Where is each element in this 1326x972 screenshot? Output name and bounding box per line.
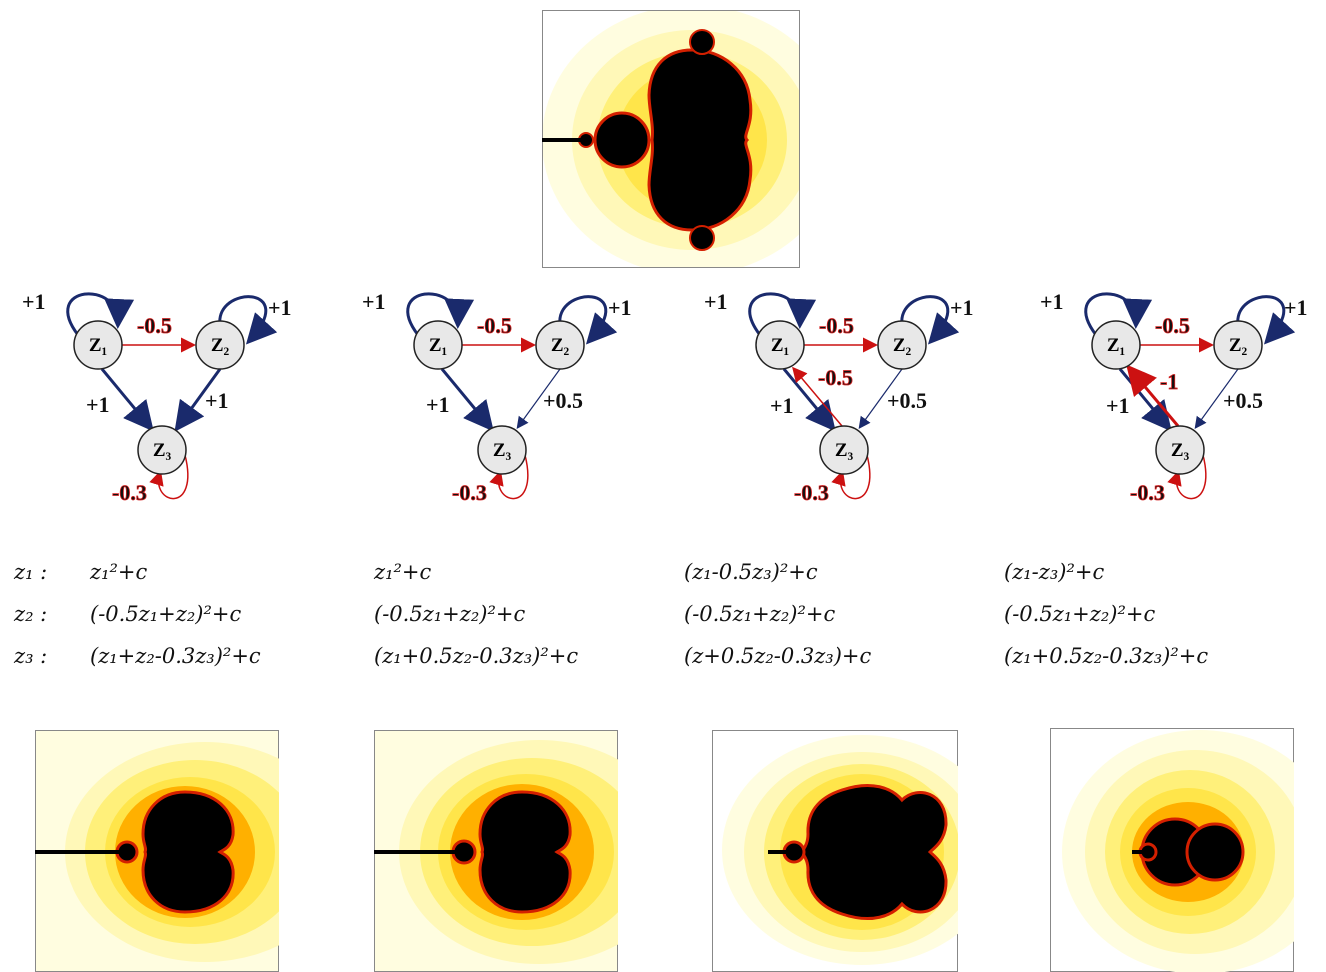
eq-n1-z1: z₁²+c bbox=[90, 560, 148, 584]
node-z3-label: Z₃ bbox=[153, 440, 172, 461]
node-z1-label: Z₁ bbox=[89, 335, 107, 356]
var-label-z1: z₁ : bbox=[14, 560, 48, 584]
node-z3-label: Z₃ bbox=[1171, 440, 1190, 461]
weight-z2-z3: +1 bbox=[205, 388, 229, 413]
weight-self-z2: +1 bbox=[1284, 295, 1308, 320]
node-z3-label: Z₃ bbox=[493, 440, 512, 461]
node-z2 bbox=[195, 320, 245, 370]
node-z2-label: Z₂ bbox=[211, 335, 230, 356]
weight-z3-z1: -1 bbox=[1160, 369, 1178, 394]
weight-self-z2: +1 bbox=[608, 295, 632, 320]
node-z1 bbox=[73, 320, 123, 370]
edge-z2-z3 bbox=[1194, 368, 1239, 429]
weight-self-z3: -0.3 bbox=[1130, 480, 1165, 505]
weight-z1-z3: +1 bbox=[1106, 393, 1130, 418]
eq-n1-z2: (-0.5z₁+z₂)²+c bbox=[90, 602, 242, 626]
eq-n3-z1: (z₁-0.5z₃)²+c bbox=[684, 560, 818, 584]
edge-z2-z3 bbox=[174, 368, 222, 432]
edge-z1-z3 bbox=[100, 368, 154, 432]
node-z2 bbox=[877, 320, 927, 370]
weight-z1-z3: +1 bbox=[426, 392, 450, 417]
eq-n4-z1: (z₁-z₃)²+c bbox=[1004, 560, 1105, 584]
eq-n3-z3: (z+0.5z₂-0.3z₃)+c bbox=[684, 644, 872, 668]
node-z1-label: Z₁ bbox=[1107, 335, 1125, 356]
weight-self-z1: +1 bbox=[362, 289, 386, 314]
weight-z2-z3: +0.5 bbox=[887, 388, 927, 413]
mandelbrot-set bbox=[542, 29, 753, 251]
network-2: Z₁ Z₂ Z₃ +1 +1 -0.5 +1 +0.5 -0.3 bbox=[340, 285, 670, 515]
edge-self-z2 bbox=[218, 295, 278, 345]
eq-n2-z2: (-0.5z₁+z₂)²+c bbox=[374, 602, 526, 626]
weight-z1-z2: -0.5 bbox=[819, 313, 854, 338]
weight-z3-z1: -0.5 bbox=[818, 365, 853, 390]
edge-self-z1 bbox=[1084, 292, 1153, 336]
fractal-plot-2 bbox=[374, 730, 618, 972]
edge-z3-z1 bbox=[1126, 364, 1180, 427]
edge-z2-z3 bbox=[516, 368, 561, 429]
node-z3 bbox=[819, 425, 869, 475]
node-z2-label: Z₂ bbox=[1229, 335, 1248, 356]
edge-z2-z3 bbox=[858, 368, 903, 429]
weight-self-z3: -0.3 bbox=[794, 480, 829, 505]
weight-z1-z3: +1 bbox=[770, 393, 794, 418]
weight-self-z2: +1 bbox=[950, 295, 974, 320]
eq-n2-z1: z₁²+c bbox=[374, 560, 432, 584]
node-z1-label: Z₁ bbox=[429, 335, 447, 356]
mandelbrot-reference-plot bbox=[542, 10, 800, 268]
node-z3 bbox=[1155, 425, 1205, 475]
network-3: Z₁ Z₂ Z₃ +1 +1 -0.5 -0.5 +1 +0.5 -0.3 bbox=[682, 285, 1012, 515]
edge-self-z1 bbox=[748, 292, 817, 336]
node-z2-label: Z₂ bbox=[893, 335, 912, 356]
weight-z1-z2: -0.5 bbox=[477, 313, 512, 338]
weight-z1-z2: -0.5 bbox=[137, 313, 172, 338]
edge-self-z3 bbox=[1167, 454, 1207, 500]
edge-self-z2 bbox=[1236, 295, 1296, 345]
network-4: Z₁ Z₂ Z₃ +1 +1 -0.5 -1 +1 +0.5 -0.3 bbox=[1018, 285, 1326, 515]
fractal-plot-1 bbox=[35, 730, 279, 972]
weight-z1-z2: -0.5 bbox=[1155, 313, 1190, 338]
var-label-z2: z₂ : bbox=[14, 602, 48, 626]
weight-self-z3: -0.3 bbox=[452, 480, 487, 505]
eq-n1-z3: (z₁+z₂-0.3z₃)²+c bbox=[90, 644, 261, 668]
fractal-plot-4 bbox=[1050, 728, 1294, 972]
network-1: Z₁ Z₂ Z₃ +1 +1 -0.5 +1 +1 -0.3 bbox=[0, 285, 330, 515]
weight-self-z1: +1 bbox=[22, 289, 46, 314]
edge-self-z3 bbox=[831, 454, 871, 500]
edge-z1-z3 bbox=[440, 368, 494, 432]
node-z1-label: Z₁ bbox=[771, 335, 789, 356]
node-z3 bbox=[477, 425, 527, 475]
eq-n3-z2: (-0.5z₁+z₂)²+c bbox=[684, 602, 836, 626]
eq-n4-z3: (z₁+0.5z₂-0.3z₃)²+c bbox=[1004, 644, 1209, 668]
node-z1 bbox=[1091, 320, 1141, 370]
edge-self-z3 bbox=[149, 454, 189, 500]
var-label-z3: z₃ : bbox=[14, 644, 48, 668]
node-z2-label: Z₂ bbox=[551, 335, 570, 356]
node-z2 bbox=[1213, 320, 1263, 370]
node-z1 bbox=[413, 320, 463, 370]
fractal-plot-3 bbox=[712, 730, 958, 972]
weight-self-z1: +1 bbox=[704, 289, 728, 314]
weight-self-z3: -0.3 bbox=[112, 480, 147, 505]
eq-n2-z3: (z₁+0.5z₂-0.3z₃)²+c bbox=[374, 644, 579, 668]
node-z2 bbox=[535, 320, 585, 370]
edge-self-z3 bbox=[489, 454, 529, 500]
weight-self-z2: +1 bbox=[268, 295, 292, 320]
edge-z1-z3 bbox=[782, 368, 836, 432]
weight-z2-z3: +0.5 bbox=[543, 388, 583, 413]
edge-z3-z1 bbox=[792, 366, 843, 427]
weight-self-z1: +1 bbox=[1040, 289, 1064, 314]
node-z3 bbox=[137, 425, 187, 475]
node-z3-label: Z₃ bbox=[835, 440, 854, 461]
edge-self-z2 bbox=[900, 295, 960, 345]
weight-z2-z3: +0.5 bbox=[1223, 388, 1263, 413]
eq-n4-z2: (-0.5z₁+z₂)²+c bbox=[1004, 602, 1156, 626]
edge-self-z1 bbox=[406, 292, 475, 336]
edge-self-z1 bbox=[66, 292, 135, 336]
node-z1 bbox=[755, 320, 805, 370]
weight-z1-z3: +1 bbox=[86, 392, 110, 417]
edge-self-z2 bbox=[558, 295, 618, 345]
